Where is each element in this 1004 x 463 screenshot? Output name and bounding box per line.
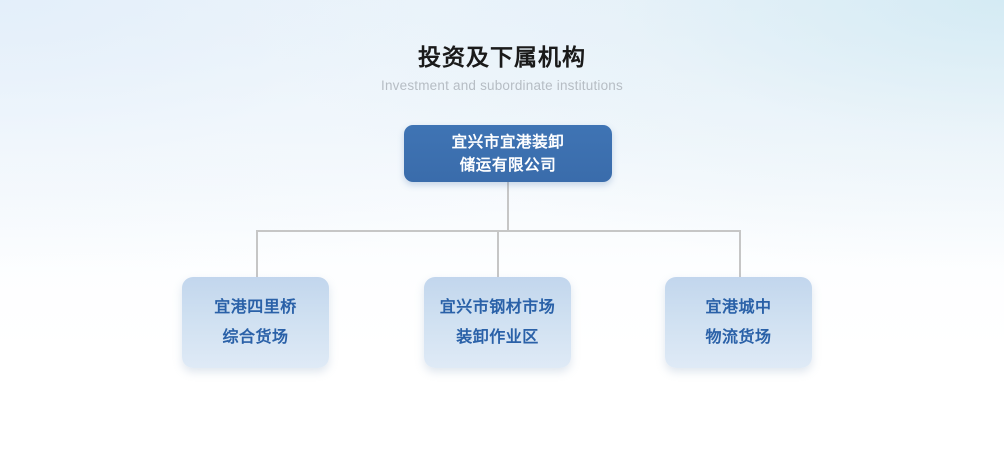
page-subtitle: Investment and subordinate institutions [381,78,623,93]
connector-root-stem [507,182,509,231]
org-node-root-label-line1: 宜兴市宜港装卸 [451,133,565,151]
connector-drop-child-1 [256,230,258,278]
org-node-child-3[interactable]: 宜港城中 物流货场 [665,277,812,368]
org-node-child-1-label-line2: 综合货场 [222,328,289,346]
header: 投资及下属机构 Investment and subordinate insti… [0,42,1004,94]
connector-drop-child-2 [497,230,499,278]
org-node-child-3-label-line1: 宜港城中 [705,298,772,316]
org-node-root-label-line2: 储运有限公司 [459,156,557,174]
org-node-child-1-label-line1: 宜港四里桥 [214,298,297,316]
connector-drop-child-3 [739,230,741,278]
page-title: 投资及下属机构 [418,44,586,70]
org-node-child-1-label: 宜港四里桥 综合货场 [214,293,297,353]
org-node-child-2-label-line2: 装卸作业区 [456,328,539,346]
org-node-root[interactable]: 宜兴市宜港装卸 储运有限公司 [404,125,612,182]
org-node-child-2-label-line1: 宜兴市钢材市场 [439,298,556,316]
org-node-root-label: 宜兴市宜港装卸 储运有限公司 [452,131,565,177]
org-children-row: 宜港四里桥 综合货场 宜兴市钢材市场 装卸作业区 宜港城中 物流货场 [0,277,1004,372]
org-node-child-1[interactable]: 宜港四里桥 综合货场 [182,277,329,368]
org-node-child-3-label: 宜港城中 物流货场 [705,293,771,353]
org-node-child-3-label-line2: 物流货场 [705,328,772,346]
org-node-child-2-label: 宜兴市钢材市场 装卸作业区 [440,293,556,353]
org-node-child-2[interactable]: 宜兴市钢材市场 装卸作业区 [424,277,571,368]
